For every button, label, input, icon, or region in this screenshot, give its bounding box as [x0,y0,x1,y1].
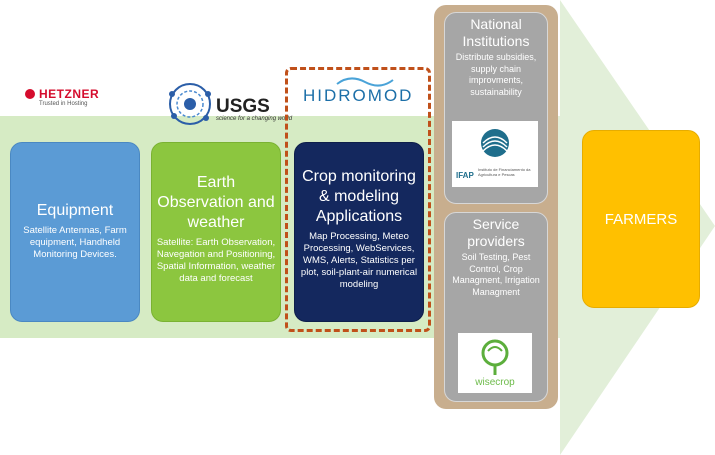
hidromod-highlight-frame [285,67,431,332]
equipment-title: Equipment [36,202,114,219]
hidromod-wave-icon [336,77,394,87]
crop-monitoring-box: Crop monitoring & modeling Applications … [294,142,424,322]
usgs-wordmark: USGS [216,96,270,117]
earth-observation-box: Earth Observation and weather Satellite:… [151,142,281,322]
service-providers-title: Service providers [467,216,525,249]
usgs-tagline: science for a changing world [216,116,293,122]
crop-monitoring-desc: Map Processing, Meteo Processing, WebSer… [300,231,418,290]
farmers-box: FARMERS [582,130,700,308]
globe-network-icon [169,83,211,125]
hetzner-wordmark: HETZNER [39,87,100,101]
ifap-emblem-icon [481,129,509,157]
wisecrop-wordmark: wisecrop [475,377,515,388]
hetzner-logo: HETZNER Trusted in Hosting [25,87,120,113]
earth-observation-title: Earth Observation and weather [157,174,275,231]
crop-monitoring-title: Crop monitoring & modeling Applications [302,168,416,225]
ifap-name: Instituto de Financiamento da Agricultur… [478,167,531,177]
hetzner-tagline: Trusted in Hosting [39,101,88,107]
equipment-desc: Satellite Antennas, Farm equipment, Hand… [23,225,127,260]
service-providers-desc: Soil Testing, Pest Control, Crop Managme… [452,252,540,297]
hidromod-logo: HIDROMOD [303,86,414,105]
wisecrop-logo: wisecrop [458,333,532,393]
sprout-icon [481,339,509,375]
hetzner-dot-icon [25,89,35,99]
national-institutions-title: National Institutions [462,16,530,49]
ifap-logo: IFAP Instituto de Financiamento da Agric… [452,121,538,187]
ifap-wordmark: IFAP [456,171,474,180]
equipment-box: Equipment Satellite Antennas, Farm equip… [10,142,140,322]
farmers-title: FARMERS [604,210,678,228]
usgs-logo: USGS science for a changing world [216,96,293,122]
national-institutions-desc: Distribute subsidies, supply chain impro… [455,52,537,97]
earth-observation-desc: Satellite: Earth Observation, Navegation… [156,237,276,284]
